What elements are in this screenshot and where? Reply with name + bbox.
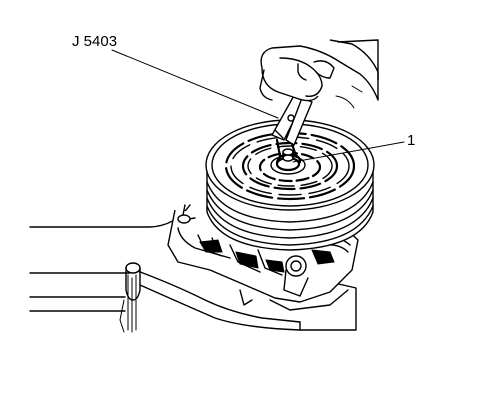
- pulley-assembly: [205, 119, 375, 251]
- mounting-bracket: [29, 204, 357, 333]
- callout-leaders: [111, 49, 405, 163]
- part-callout-label: 1: [407, 132, 415, 149]
- technician-hand: [259, 39, 379, 109]
- tool-callout-label: J 5403: [72, 33, 117, 50]
